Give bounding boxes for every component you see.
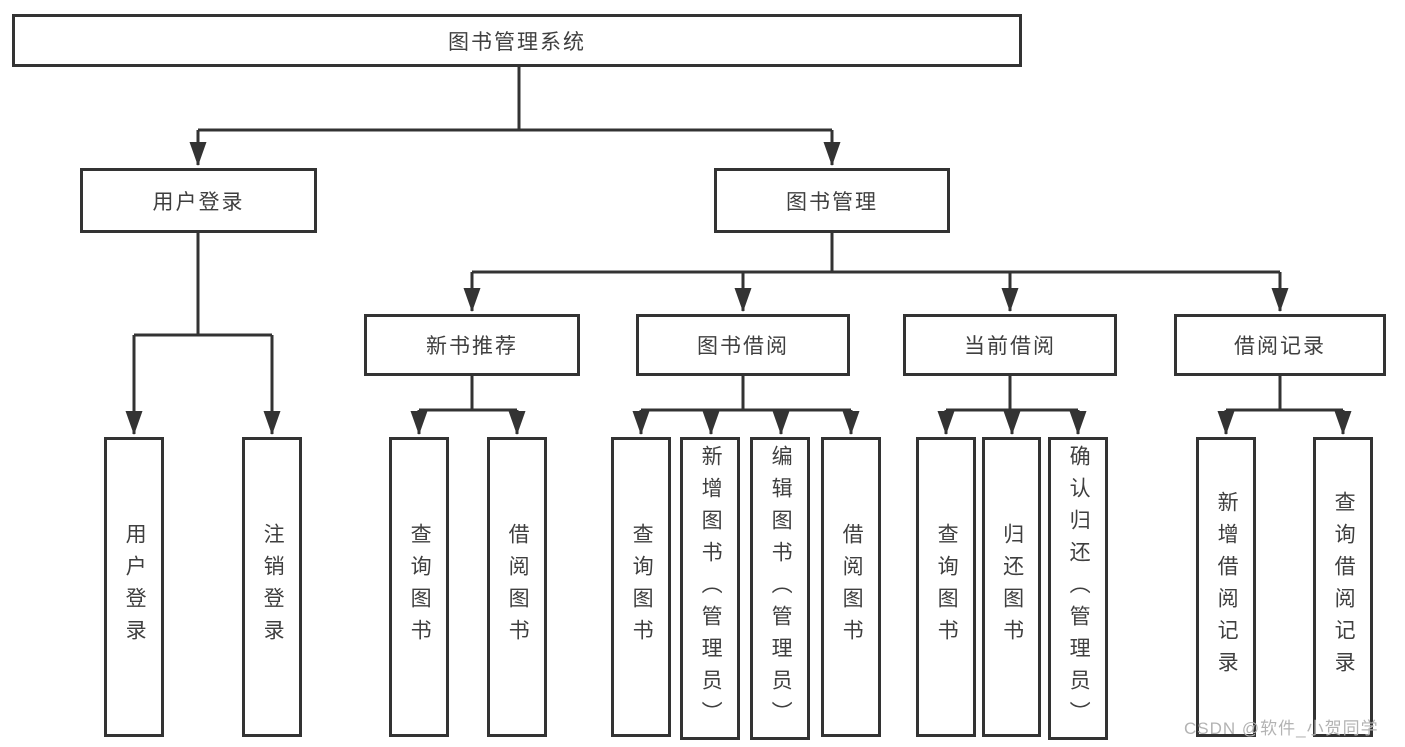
node-label: 借阅图书 — [840, 523, 864, 651]
leaf-borrow-books-borrowing: 借阅图书 — [821, 437, 881, 737]
leaf-add-books-admin: 新增图书（管理员） — [680, 437, 740, 740]
node-label: 确认归还（管理员） — [1067, 444, 1091, 733]
node-new-book-recommendation: 新书推荐 — [364, 314, 580, 376]
node-label: 查询图书 — [935, 523, 959, 651]
node-label: 新增借阅记录 — [1215, 491, 1239, 683]
leaf-return-books: 归还图书 — [982, 437, 1041, 737]
node-book-borrowing: 图书借阅 — [636, 314, 850, 376]
watermark-text: CSDN @软件_小贺同学 — [1184, 719, 1379, 738]
leaf-query-books-current: 查询图书 — [916, 437, 976, 737]
node-label: 图书借阅 — [697, 335, 789, 358]
node-label: 注销登录 — [261, 523, 285, 651]
node-label: 借阅记录 — [1234, 335, 1326, 358]
node-label: 查询借阅记录 — [1332, 491, 1356, 683]
leaf-user-login: 用户登录 — [104, 437, 164, 737]
leaf-borrow-books-recommend: 借阅图书 — [487, 437, 547, 737]
node-label: 编辑图书（管理员） — [769, 444, 793, 733]
leaf-edit-books-admin: 编辑图书（管理员） — [750, 437, 810, 740]
leaf-query-borrow-record: 查询借阅记录 — [1313, 437, 1373, 737]
leaf-query-books-borrowing: 查询图书 — [611, 437, 671, 737]
node-current-borrowing: 当前借阅 — [903, 314, 1117, 376]
leaf-confirm-return-admin: 确认归还（管理员） — [1048, 437, 1108, 740]
node-label: 借阅图书 — [506, 523, 530, 651]
node-label: 查询图书 — [630, 523, 654, 651]
node-label: 用户登录 — [152, 190, 245, 214]
node-label: 当前借阅 — [964, 335, 1056, 358]
node-book-management: 图书管理 — [714, 168, 950, 233]
node-label: 新增图书（管理员） — [699, 444, 723, 733]
leaf-add-borrow-record: 新增借阅记录 — [1196, 437, 1256, 737]
node-label: 归还图书 — [1000, 523, 1024, 651]
node-label: 图书管理系统 — [448, 30, 586, 54]
node-label: 新书推荐 — [426, 335, 518, 358]
leaf-query-books-recommend: 查询图书 — [389, 437, 449, 737]
node-library-management-system: 图书管理系统 — [12, 14, 1022, 67]
node-label: 查询图书 — [408, 523, 432, 651]
node-label: 图书管理 — [786, 190, 878, 214]
node-user-login: 用户登录 — [80, 168, 317, 233]
node-borrowing-records: 借阅记录 — [1174, 314, 1386, 376]
node-label: 用户登录 — [123, 523, 147, 651]
leaf-logout-login: 注销登录 — [242, 437, 302, 737]
